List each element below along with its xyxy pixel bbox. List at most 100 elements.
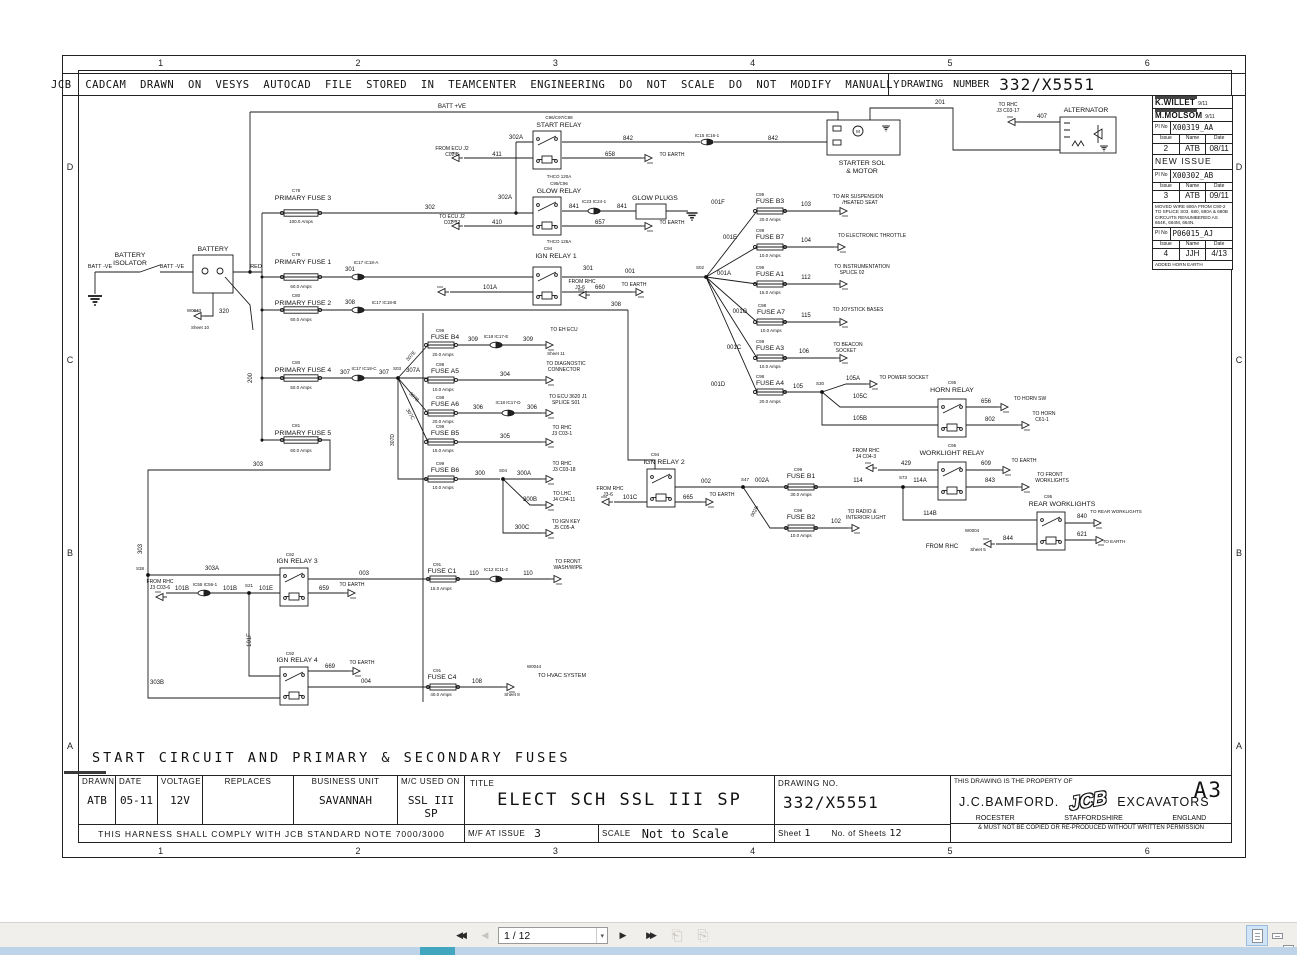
schematic-label: GLOW RELAY xyxy=(537,188,582,195)
schematic-label: FUSE A1 xyxy=(756,271,784,278)
next-view-button[interactable]: ⎘ xyxy=(697,926,709,943)
schematic-label: W0043 xyxy=(187,308,202,313)
schematic-label: TO DIAGNOSTIC xyxy=(546,361,586,367)
schematic-label: TO HVAC SYSTEM xyxy=(538,673,587,679)
schematic-label: 320 xyxy=(219,309,230,315)
next-page-button[interactable]: ▶ xyxy=(619,929,627,940)
schematic-label: C95/C96 xyxy=(550,181,568,186)
schematic-label: CONNECTOR xyxy=(548,367,581,373)
schematic-label: C99 xyxy=(756,228,765,233)
city: ROCESTER xyxy=(975,815,1015,822)
checked-by-name: M.MOLSOM xyxy=(1155,111,1203,121)
schematic-label: FUSE A4 xyxy=(756,380,784,387)
previous-page-button[interactable]: ◀ xyxy=(481,929,489,940)
schematic-label: 10.0 Amps xyxy=(790,533,812,538)
schematic-label: RED xyxy=(250,264,262,270)
city: ENGLAND xyxy=(1172,815,1207,822)
schematic-label: TO HORN SW xyxy=(1014,396,1047,402)
pi-label: PI No xyxy=(1153,227,1171,240)
worklight-relay-symbol xyxy=(937,461,967,501)
rear-worklights-relay-symbol xyxy=(1036,511,1066,551)
previous-view-button[interactable]: ⎗ xyxy=(671,926,683,943)
schematic-label: C91 xyxy=(433,668,442,673)
schematic-label: PRIMARY FUSE 5 xyxy=(275,430,332,437)
component-boxes xyxy=(192,116,1117,294)
schematic-label: 50.0 Amps xyxy=(290,385,312,390)
schematic-label: TO FRONT xyxy=(1037,472,1062,478)
schematic-label: C99 xyxy=(756,265,765,270)
schematic-label: SPLICE 02 xyxy=(840,270,865,276)
schematic-label: W0004 xyxy=(965,528,980,533)
status-strip xyxy=(0,947,1297,955)
schematic-label: 114B xyxy=(923,511,937,517)
schematic-label: 308 xyxy=(611,302,622,308)
schematic-label: & MOTOR xyxy=(846,168,878,175)
schematic-label: PRIMARY FUSE 1 xyxy=(275,259,332,266)
schematic-label: Sheet 11 xyxy=(547,351,565,356)
schematic-label: 658 xyxy=(605,152,616,158)
last-page-button[interactable]: ▶▶ xyxy=(646,929,657,940)
schematic-label: C80 xyxy=(292,293,301,298)
page-number-input[interactable]: 1 / 12 ▾ xyxy=(498,927,608,944)
schematic-label: 302A xyxy=(509,135,523,141)
page-dropdown-caret[interactable]: ▾ xyxy=(596,928,607,943)
schematic-label: TO EARTH xyxy=(659,220,684,226)
pi-label: PI No xyxy=(1153,122,1171,134)
schematic-label: 10.0 Amps xyxy=(759,253,781,258)
schematic-label: PRIMARY FUSE 3 xyxy=(275,195,332,202)
schematic-label: IC18 IC17-E xyxy=(484,334,509,339)
border-row-letter: D xyxy=(1235,161,1243,172)
revision-note: MOVED WIRE 680A FROM C90-2 TO SPLICE S03… xyxy=(1153,203,1232,228)
schematic-label: 103 xyxy=(801,202,812,208)
schematic-label: 307 xyxy=(340,370,351,376)
start-relay-symbol xyxy=(532,130,562,170)
schematic-label: PRIMARY FUSE 4 xyxy=(275,367,332,374)
drawing-no-header: DRAWING NO. xyxy=(778,779,839,788)
glow-plugs-box xyxy=(635,203,667,220)
schematic-label: 841 xyxy=(569,204,580,210)
schematic-label: SPLICE S01 xyxy=(552,400,580,406)
schematic-label: 656 xyxy=(981,399,992,405)
schematic-label: J3-6 xyxy=(603,492,613,498)
schematic-label: 665 xyxy=(683,495,694,501)
continuous-view-button[interactable] xyxy=(1272,925,1294,951)
copyright-note: & MUST NOT BE COPIED OR RE-PRODUCED WITH… xyxy=(951,823,1231,831)
schematic-label: IC12 IC11-2 xyxy=(484,567,508,572)
property-of-note: THIS DRAWING IS THE PROPERTY OF xyxy=(954,778,1073,785)
border-column-number: 1 xyxy=(158,845,164,856)
schematic-label: TO EARTH xyxy=(1103,539,1126,544)
schematic-label: BATTERY xyxy=(198,246,229,253)
schematic-label: IC18 IC17-D xyxy=(495,400,521,405)
schematic-label: S73 xyxy=(899,475,908,480)
schematic-label: 115 xyxy=(801,313,811,319)
schematic-label: BATT +VE xyxy=(438,104,466,110)
schematic-label: 004 xyxy=(361,679,372,685)
ign-relay-1-symbol xyxy=(532,266,562,306)
no-of-sheets-header: No. of Sheets xyxy=(831,829,887,838)
schematic-label: 302 xyxy=(425,205,436,211)
schematic-label: 411 xyxy=(492,152,502,158)
border-row-letter: B xyxy=(1235,548,1242,559)
schematic-label: 15.0 Amps xyxy=(432,448,454,453)
schematic-label: 802 xyxy=(985,417,996,423)
schematic-label: 101B xyxy=(223,586,237,592)
schematic-label: 300B xyxy=(523,497,537,503)
single-page-view-button[interactable] xyxy=(1246,925,1268,946)
sheet-value: 1 xyxy=(804,828,811,839)
starter-box xyxy=(826,119,901,156)
schematic-label: 200 xyxy=(248,372,254,383)
schematic-label: 407 xyxy=(1037,114,1048,120)
border-column-number: 2 xyxy=(355,57,361,68)
schematic-label: 842 xyxy=(768,136,779,142)
schematic-label: C02-12 xyxy=(444,220,461,226)
first-page-button[interactable]: ◀◀ xyxy=(456,929,467,940)
mf-at-issue-value: 3 xyxy=(534,827,541,840)
company-name-left: J.C.BAMFORD. xyxy=(959,795,1060,809)
schematic-label: 001A xyxy=(717,271,731,277)
schematic-label: 305 xyxy=(500,434,511,440)
schematic-label: S03 xyxy=(393,366,402,371)
schematic-label: C98 xyxy=(436,395,445,400)
sheet-cell: Sheet 1 No. of Sheets 12 xyxy=(774,824,951,843)
